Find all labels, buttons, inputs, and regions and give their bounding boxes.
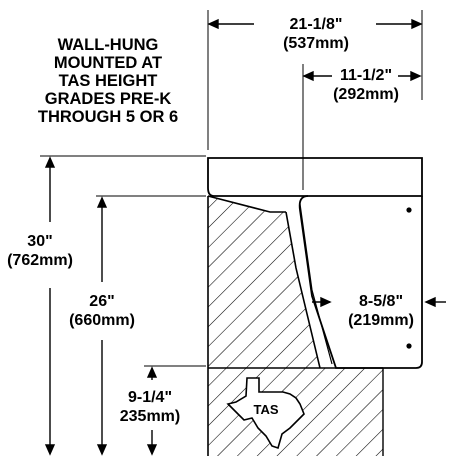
- title-line-5: THROUGH 5 OR 6: [38, 108, 178, 126]
- tank-depth-imperial: 8-5/8": [359, 293, 403, 310]
- tank-depth-metric: (219mm): [348, 312, 414, 329]
- bowl-outline: [298, 195, 423, 369]
- title-line-1: WALL-HUNG: [58, 36, 159, 54]
- title-line-2: MOUNTED AT: [54, 54, 162, 72]
- bolt-top: [406, 207, 412, 213]
- rim-height-metric: (660mm): [69, 312, 135, 329]
- overall-height-imperial: 30": [27, 233, 52, 250]
- overall-height-metric: (762mm): [7, 252, 73, 269]
- title-block: WALL-HUNG MOUNTED AT TAS HEIGHT GRADES P…: [38, 36, 178, 126]
- state-label: TAS: [253, 402, 278, 417]
- extension-lines: [40, 10, 423, 367]
- rim-height-imperial: 26": [89, 293, 114, 310]
- toilet-fixture: [207, 157, 423, 369]
- dimension-arrows: [44, 18, 446, 456]
- carrier-height-imperial: 9-1/4": [128, 389, 172, 406]
- title-line-4: GRADES PRE-K: [45, 90, 172, 108]
- overall-depth-metric: (537mm): [283, 35, 349, 52]
- seat-top: [207, 157, 423, 197]
- texas-state-icon: TAS: [226, 377, 305, 450]
- bowl-depth-metric: (292mm): [333, 86, 399, 103]
- title-line-3: TAS HEIGHT: [59, 72, 158, 90]
- bolt-bottom: [406, 343, 412, 349]
- bowl-inner-line: [299, 203, 333, 365]
- bowl-depth-imperial: 11-1/2": [340, 67, 392, 84]
- overall-depth-imperial: 21-1/8": [290, 16, 343, 33]
- carrier-height-metric: 235mm): [120, 408, 180, 425]
- dimension-labels: 21-1/8" (537mm) 11-1/2" (292mm) 8-5/8" (…: [7, 16, 414, 425]
